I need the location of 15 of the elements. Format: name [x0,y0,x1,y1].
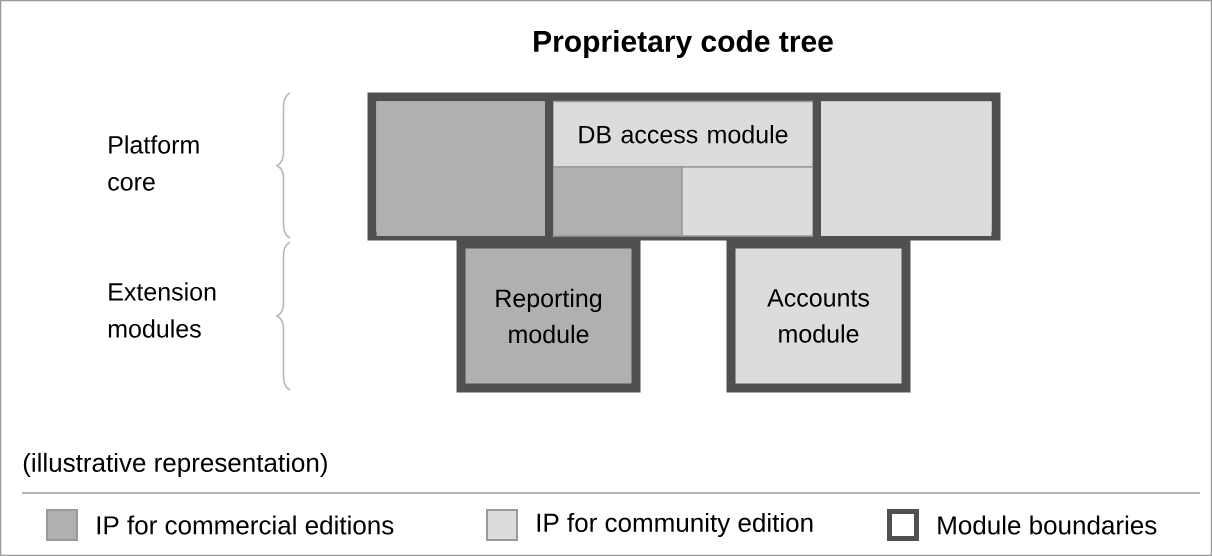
legend-label: Module boundaries [938,515,1157,535]
module-cell: DB access module [552,100,814,168]
legend-label: IP for commercial editions [97,515,394,535]
module-box: Reporting module [456,239,641,393]
note: (illustrative representation) [23,452,327,478]
module-cell [681,166,814,237]
legend-label: IP for community edition [537,512,813,538]
layer-label: Extension modules [108,282,216,338]
module-cell [552,166,683,237]
title: Proprietary code tree [534,30,833,58]
platform-box [367,92,1001,241]
module-cell [376,101,546,237]
module-cell [820,101,992,237]
layer-label: Platform core [108,135,199,191]
module-box: Accounts module [726,239,911,393]
